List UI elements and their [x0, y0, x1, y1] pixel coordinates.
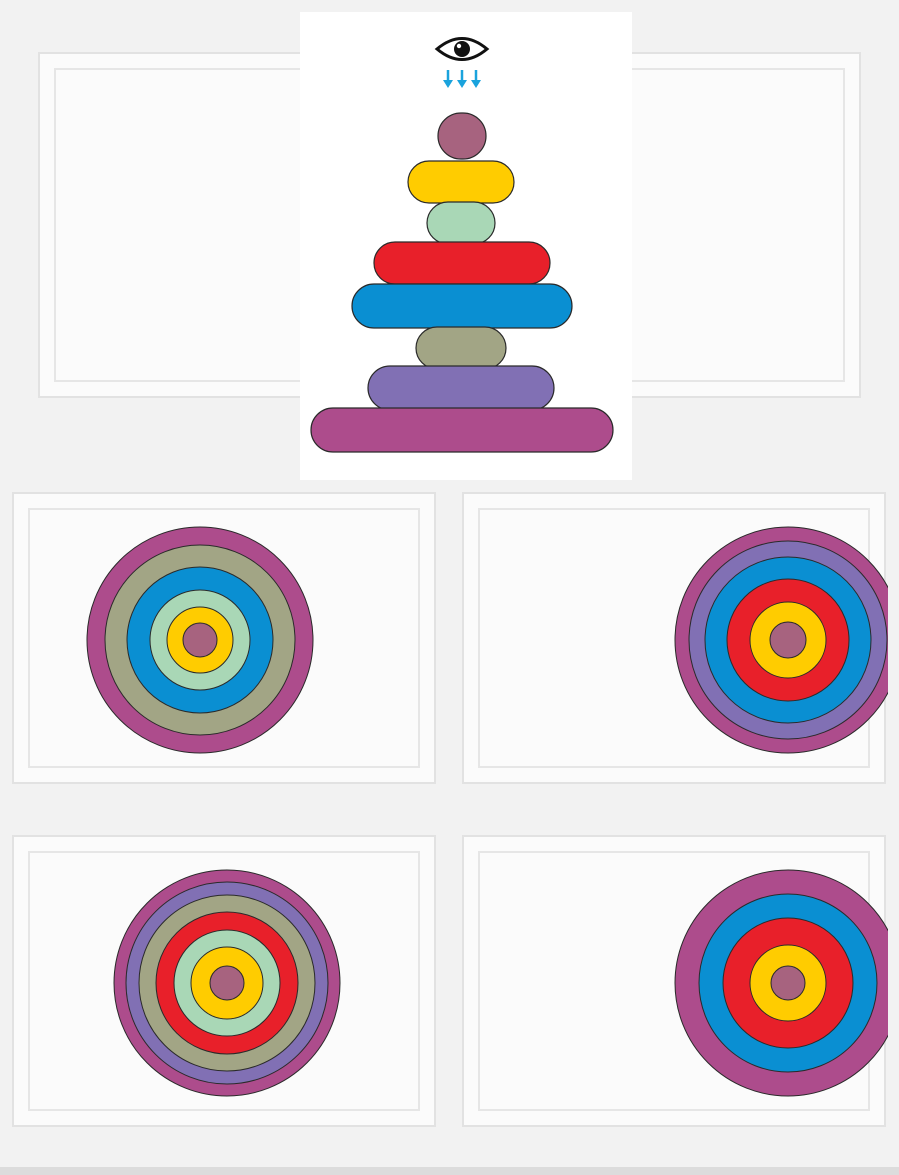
option-4-target	[674, 869, 888, 1097]
pyramid-ring-sage	[415, 326, 507, 370]
down-arrows-icon	[443, 70, 481, 88]
option-3-ring-mauve	[209, 965, 245, 1001]
answer-option-4[interactable]	[462, 835, 888, 1127]
pyramid-ring-mauve	[437, 112, 487, 160]
option-3-target	[113, 869, 341, 1097]
eye-icon	[434, 37, 490, 61]
option-4-ring-mauve	[770, 965, 806, 1001]
ring-pyramid	[310, 37, 614, 453]
option-2-target	[674, 526, 888, 754]
answer-option-inner	[28, 508, 420, 768]
bottom-rule	[0, 1167, 899, 1175]
option-1-ring-mauve	[182, 622, 218, 658]
pyramid-ring-lavender	[367, 365, 555, 411]
option-1-target	[86, 526, 314, 754]
pyramid-ring-red	[373, 241, 551, 285]
option-2-ring-mauve	[769, 621, 807, 659]
question-stage	[300, 12, 632, 480]
pyramid-ring-yellow	[407, 160, 515, 204]
answer-option-1[interactable]	[12, 492, 436, 784]
pyramid-ring-blue	[351, 283, 573, 329]
answer-option-3[interactable]	[12, 835, 436, 1127]
pyramid-ring-mint	[426, 201, 496, 245]
answer-option-inner	[28, 851, 420, 1111]
pyramid-rings	[310, 112, 614, 453]
answer-option-2[interactable]	[462, 492, 888, 784]
pyramid-ring-magenta	[310, 407, 614, 453]
